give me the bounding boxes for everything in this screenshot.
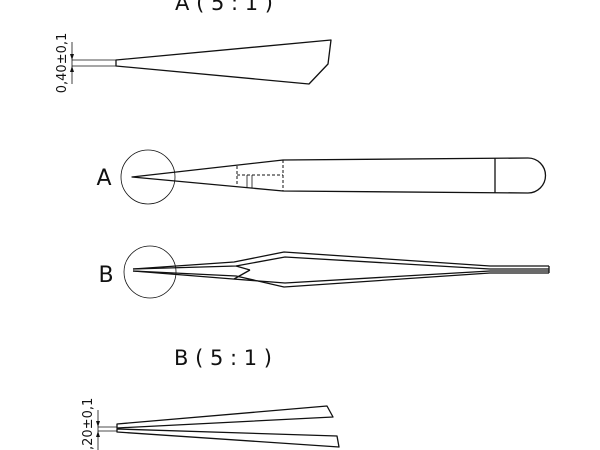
detail-b-circle [123, 245, 177, 299]
detail-b-dimension: 0,20±0,1 [81, 398, 96, 450]
detail-b-title: B ( 5 : 1 ) [174, 346, 272, 370]
view-b-label: B [98, 263, 113, 288]
view-a-tweezers [131, 157, 547, 194]
detail-a-dimension: 0,40±0,1 [55, 33, 70, 94]
detail-a-tip-shape [70, 39, 332, 85]
view-a-label: A [96, 166, 111, 191]
detail-a-circle [120, 149, 176, 205]
detail-a-title: A ( 5 : 1 ) [175, 0, 273, 15]
detail-b-tip-shape [96, 405, 340, 450]
view-b-tweezers [132, 251, 550, 288]
